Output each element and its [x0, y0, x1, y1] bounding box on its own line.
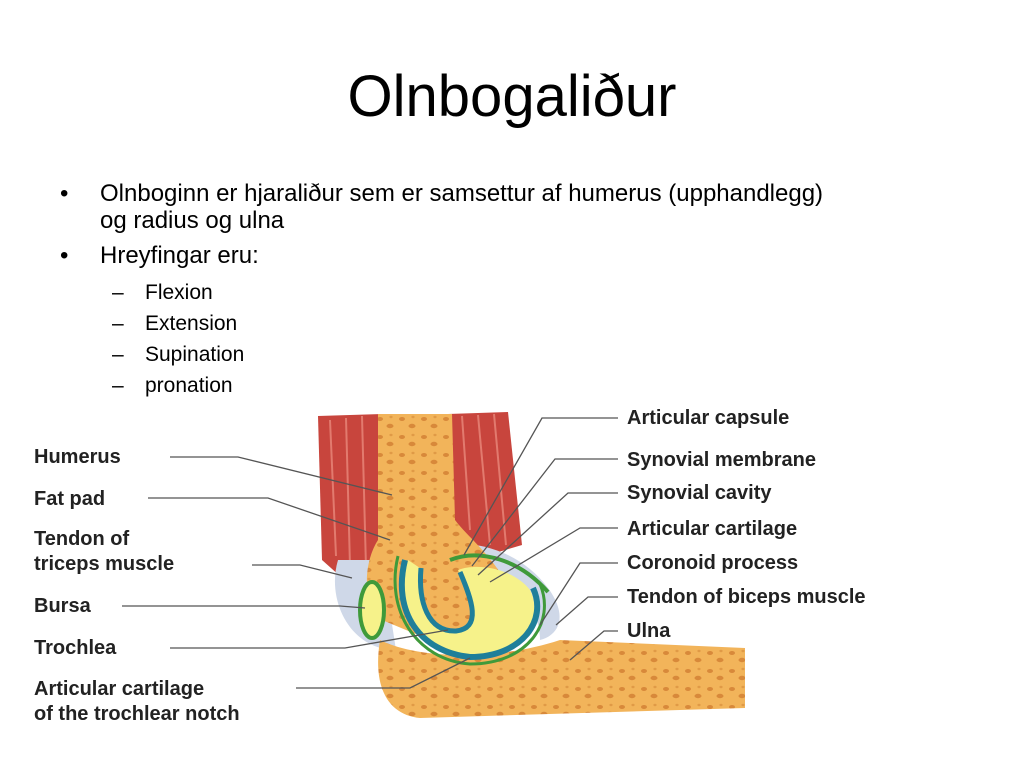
label-of-the-trochlear-notch: of the trochlear notch: [34, 703, 240, 725]
bullet-text-line: Olnboginn er hjaraliður sem er samsettur…: [100, 180, 824, 207]
label-synovial-cavity: Synovial cavity: [627, 482, 772, 504]
synovial-membrane: [393, 553, 550, 666]
bullet-list: Olnboginn er hjaraliður sem er samsettur…: [58, 180, 978, 401]
triceps-muscle: [318, 414, 388, 585]
sub-bullet-item: – pronation: [58, 370, 978, 401]
label-articular-capsule: Articular capsule: [627, 407, 789, 429]
bursa: [358, 580, 386, 640]
label-synovial-membrane: Synovial membrane: [627, 449, 816, 471]
label-coronoid-process: Coronoid process: [627, 552, 798, 574]
movement-label: Extension: [145, 312, 238, 335]
label-fat-pad: Fat pad: [34, 488, 105, 510]
slide-title: Olnbogaliður: [347, 64, 677, 129]
movement-label: Flexion: [145, 281, 213, 304]
label-ulna: Ulna: [627, 620, 671, 642]
movement-label: pronation: [145, 374, 233, 397]
articular-cartilage: [398, 559, 541, 661]
label-articular-cartilage-trochlear: Articular cartilage: [34, 678, 204, 700]
bullet-text-line: og radius og ulna: [100, 207, 285, 234]
dash-marker: –: [112, 281, 124, 304]
label-tendon-of: Tendon of: [34, 528, 129, 550]
articular-capsule: [432, 543, 560, 640]
label-bursa: Bursa: [34, 595, 92, 617]
movement-label: Supination: [145, 343, 245, 366]
label-triceps-muscle: triceps muscle: [34, 553, 174, 575]
sub-bullet-item: – Extension: [58, 308, 978, 339]
bullet-item: Hreyfingar eru:: [58, 242, 978, 269]
sub-bullet-item: – Supination: [58, 339, 978, 370]
label-humerus: Humerus: [34, 446, 121, 468]
biceps-muscle: [448, 412, 522, 558]
bullet-text-line: Hreyfingar eru:: [100, 242, 259, 269]
label-trochlea: Trochlea: [34, 637, 117, 659]
synovial-cavity: [404, 560, 535, 655]
dash-marker: –: [112, 312, 124, 335]
label-tendon-of-biceps: Tendon of biceps muscle: [627, 586, 866, 608]
dash-marker: –: [112, 374, 124, 397]
leader-lines: [122, 417, 618, 689]
dash-marker: –: [112, 343, 124, 366]
sub-bullet-item: – Flexion: [58, 277, 978, 308]
label-articular-cartilage: Articular cartilage: [627, 518, 797, 540]
bullet-item: Olnboginn er hjaraliður sem er samsettur…: [58, 180, 978, 234]
